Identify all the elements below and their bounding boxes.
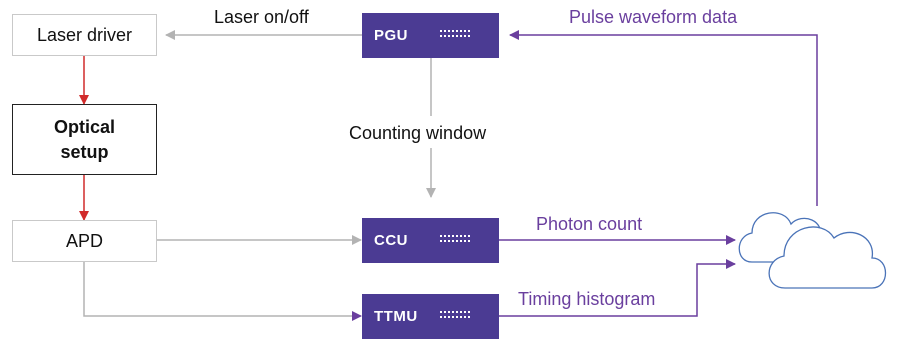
ccu-label: CCU (374, 232, 408, 249)
ttmu-label: TTMU (374, 308, 418, 325)
pulse-waveform-label: Pulse waveform data (569, 7, 738, 27)
optical-setup-label-line2: setup (60, 141, 109, 162)
pgu-unit: PGU (362, 13, 499, 58)
pgu-vent-icon (440, 30, 470, 37)
laser-driver-block: Laser driver (12, 14, 157, 56)
pgu-label: PGU (374, 27, 409, 44)
ccu-unit: CCU (362, 218, 499, 263)
apd-label: APD (65, 230, 103, 251)
ttmu-unit: TTMU (362, 294, 499, 339)
optical-setup-block: Optical setup (12, 104, 157, 175)
ttmu-vent-icon (440, 311, 470, 318)
pulse-waveform-arrow (509, 30, 818, 206)
timing-histogram-label: Timing histogram (518, 289, 656, 309)
optical-setup-label-line1: Optical (53, 117, 115, 138)
laser-driver-label: Laser driver (36, 24, 133, 45)
apd-to-ttmu-arrow (83, 262, 362, 321)
photon-count-label: Photon count (536, 214, 643, 234)
counting-window-label: Counting window (349, 123, 487, 143)
laser-on-off-label: Laser on/off (214, 7, 309, 27)
cloud-icon (738, 212, 886, 289)
apd-block: APD (12, 220, 157, 262)
timing-histogram-arrow (499, 259, 736, 317)
ccu-vent-icon (440, 235, 470, 242)
